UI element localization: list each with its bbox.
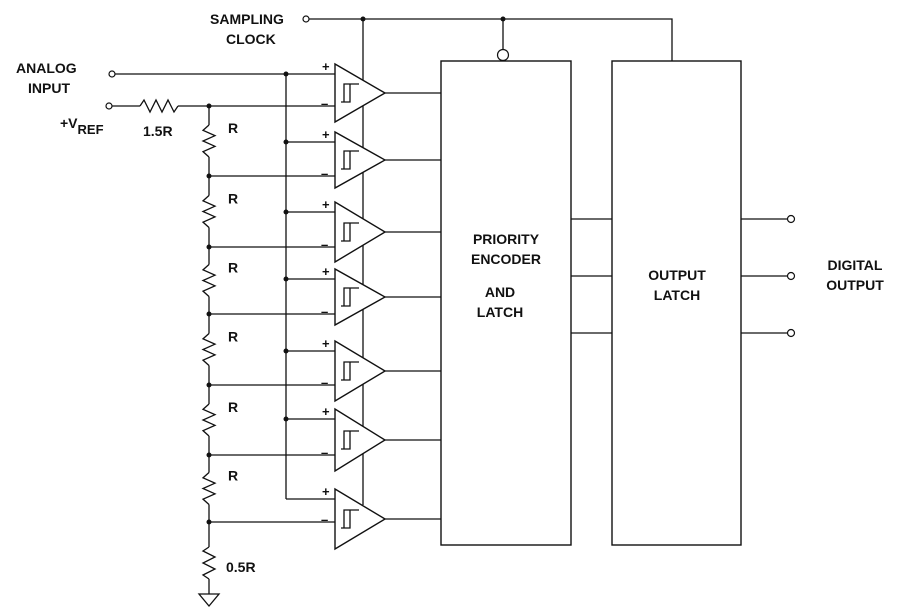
- output-buses: [571, 214, 796, 338]
- encoder-label-line2: ENCODER: [471, 251, 541, 267]
- hysteresis-icon: [341, 361, 359, 381]
- sampling-clock-terminal[interactable]: [302, 15, 310, 23]
- digital-output-terminal: [786, 328, 796, 338]
- digital-output-label-line2: OUTPUT: [826, 277, 884, 293]
- signal-junction: [283, 139, 289, 145]
- bottom-resistor: [201, 546, 217, 580]
- bottom-resistor-label: 0.5R: [226, 559, 256, 575]
- minus-sign: –: [321, 96, 328, 111]
- reference-tap-junction: [206, 311, 212, 317]
- ladder-resistor-label: R: [228, 191, 238, 207]
- ladder-resistor: [201, 472, 217, 505]
- encoder-label-line1: PRIORITY: [473, 231, 540, 247]
- comparator-triangle: [334, 487, 387, 551]
- sampling-clock-label-line2: CLOCK: [226, 31, 276, 47]
- priority-encoder-block: [440, 60, 572, 546]
- minus-sign: –: [321, 512, 328, 527]
- signal-junction: [283, 348, 289, 354]
- analog-input-label-line2: INPUT: [28, 80, 70, 96]
- vref-terminal[interactable]: [105, 102, 113, 110]
- minus-sign: –: [321, 375, 328, 390]
- ladder-resistor: [201, 264, 217, 297]
- signal-junction: [283, 276, 289, 282]
- ladder-resistor: [201, 124, 217, 158]
- comparator-triangle: [334, 130, 387, 190]
- inverted-clock-bubble: [496, 48, 510, 62]
- vref-label: +VREF: [60, 115, 104, 137]
- hysteresis-icon: [341, 150, 359, 170]
- analog-input-label-line1: ANALOG: [16, 60, 77, 76]
- hysteresis-icon: [341, 222, 359, 242]
- hysteresis-icon: [341, 287, 359, 307]
- ladder-resistor: [201, 195, 217, 228]
- hysteresis-icon: [341, 509, 359, 529]
- sampling-clock-bus: [309, 18, 673, 62]
- analog-input-terminal[interactable]: [108, 70, 116, 78]
- digital-output-terminal: [786, 214, 796, 224]
- ladder-resistor-label: R: [228, 329, 238, 345]
- signal-junction: [283, 209, 289, 215]
- minus-sign: –: [321, 304, 328, 319]
- sampling-clock-label-line1: SAMPLING: [210, 11, 284, 27]
- hysteresis-icon: [341, 430, 359, 450]
- vref-label-sub: REF: [78, 122, 104, 137]
- hysteresis-icon: [341, 83, 359, 103]
- digital-output-terminal: [786, 271, 796, 281]
- plus-sign: +: [322, 404, 330, 419]
- ladder-resistor-label: R: [228, 399, 238, 415]
- comparator-triangle: [334, 200, 387, 264]
- plus-sign: +: [322, 197, 330, 212]
- reference-tap-junction: [206, 244, 212, 250]
- plus-sign: +: [322, 484, 330, 499]
- reference-tap-junction: [206, 382, 212, 388]
- resistor-ladder: R R R R R R: [201, 106, 238, 522]
- digital-output-label-line1: DIGITAL: [828, 257, 883, 273]
- output-latch-block: [611, 60, 742, 546]
- comparator-bank: + – + – + – + – + – + – + –: [206, 59, 441, 551]
- minus-sign: –: [321, 237, 328, 252]
- latch-label-line2: LATCH: [654, 287, 700, 303]
- latch-label-line1: OUTPUT: [648, 267, 706, 283]
- signal-junction: [283, 416, 289, 422]
- comparator-triangle: [334, 407, 387, 473]
- plus-sign: +: [322, 59, 330, 74]
- ladder-resistor: [201, 403, 217, 437]
- reference-tap-junction: [206, 173, 212, 179]
- comparator-triangle: [334, 339, 387, 403]
- top-resistor: [139, 98, 179, 114]
- minus-sign: –: [321, 445, 328, 460]
- encoder-label-line3: AND: [485, 284, 515, 300]
- plus-sign: +: [322, 264, 330, 279]
- ladder-resistor-label: R: [228, 120, 238, 136]
- ladder-resistor-label: R: [228, 468, 238, 484]
- plus-sign: +: [322, 127, 330, 142]
- encoder-label-line4: LATCH: [477, 304, 523, 320]
- comparator-triangle: [334, 62, 387, 124]
- plus-sign: +: [322, 336, 330, 351]
- minus-sign: –: [321, 166, 328, 181]
- vref-label-main: +V: [60, 115, 78, 131]
- top-resistor-label: 1.5R: [143, 123, 173, 139]
- reference-tap-junction: [206, 452, 212, 458]
- comparator-triangle: [334, 267, 387, 327]
- ladder-resistor: [201, 333, 217, 366]
- ground-symbol: [197, 593, 221, 608]
- ladder-resistor-label: R: [228, 260, 238, 276]
